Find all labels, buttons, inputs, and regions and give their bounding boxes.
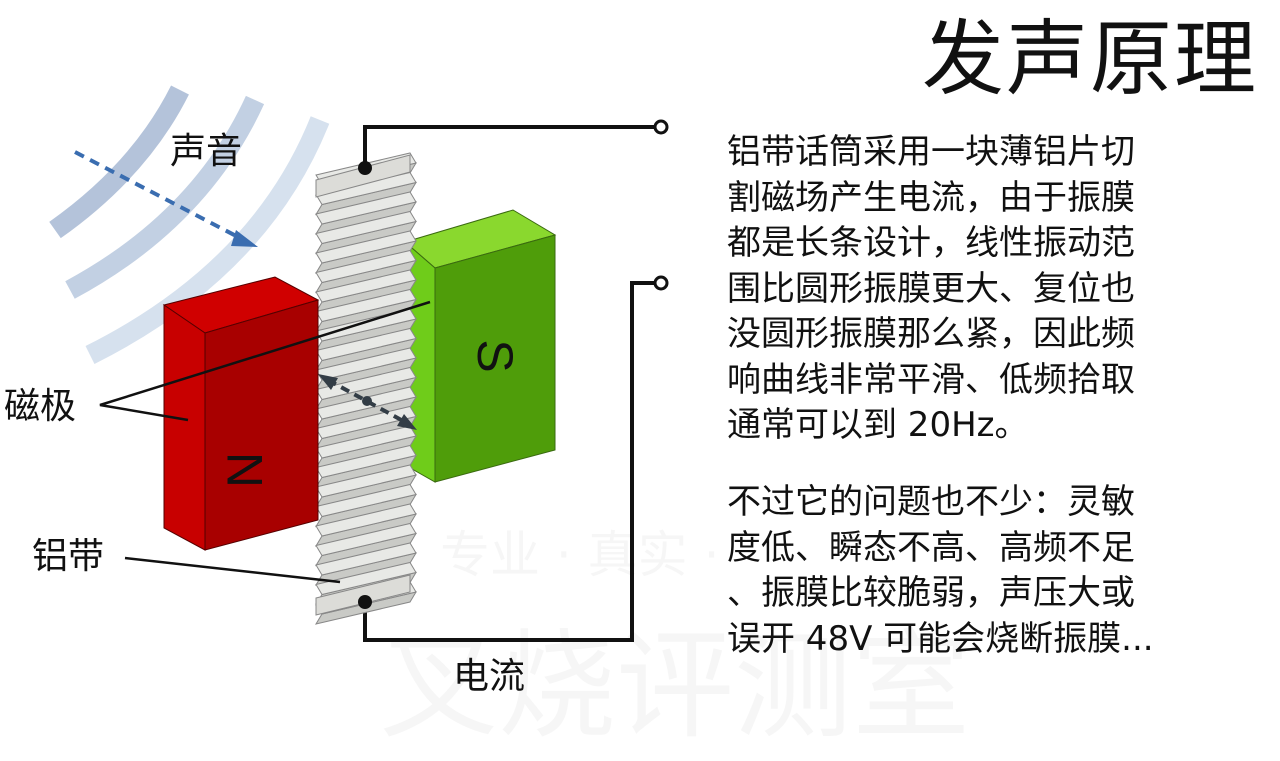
text-line: 围比圆形振膜更大、复位也 <box>727 268 1135 309</box>
text-line: 度低、瞬态不高、高频不足 <box>727 527 1135 568</box>
leader-lines <box>99 300 431 584</box>
magnetic-poles-label: 磁极 <box>4 386 77 427</box>
north-label: N <box>217 452 273 488</box>
ribbon-contact-top <box>358 161 372 175</box>
description-paragraph-1: 铝带话筒采用一块薄铝片切 割磁场产生电流，由于振膜 都是长条设计，线性振动范 围… <box>727 130 1135 449</box>
text-line: 都是长条设计，线性振动范 <box>727 223 1135 263</box>
sound-direction-arrow <box>74 150 258 247</box>
south-label: S <box>467 339 523 372</box>
terminal-bottom <box>653 275 669 291</box>
text-line: 、振膜比较脆弱，声压大或 <box>727 573 1135 613</box>
ribbon-contact-bottom <box>358 595 372 609</box>
text-line: 误开 48V 可能会烧断振膜... <box>727 618 1154 659</box>
text-line: 响曲线非常平滑、低频拾取 <box>727 359 1135 400</box>
text-line: 铝带话筒采用一块薄铝片切 <box>727 132 1135 172</box>
current-label: 电流 <box>453 656 526 697</box>
sound-label: 声音 <box>170 131 243 172</box>
text-line: 割磁场产生电流，由于振膜 <box>727 177 1135 218</box>
vibration-arrow <box>318 374 417 430</box>
ribbon-label: 铝带 <box>32 536 105 577</box>
terminal-top <box>653 119 669 135</box>
ribbon-mic-diagram: N S <box>49 85 669 642</box>
text-line: 不过它的问题也不少：灵敏 <box>727 482 1135 522</box>
aluminum-ribbon <box>314 152 418 625</box>
page-title: 发声原理 <box>921 12 1258 107</box>
text-line: 没圆形振膜那么紧，因此频 <box>727 314 1135 354</box>
north-magnet <box>162 276 320 551</box>
text-line: 通常可以到 20Hz。 <box>727 405 1029 445</box>
description-paragraph-2: 不过它的问题也不少：灵敏 度低、瞬态不高、高频不足 、振膜比较脆弱，声压大或 误… <box>727 480 1154 662</box>
wire-circuit <box>363 125 655 642</box>
